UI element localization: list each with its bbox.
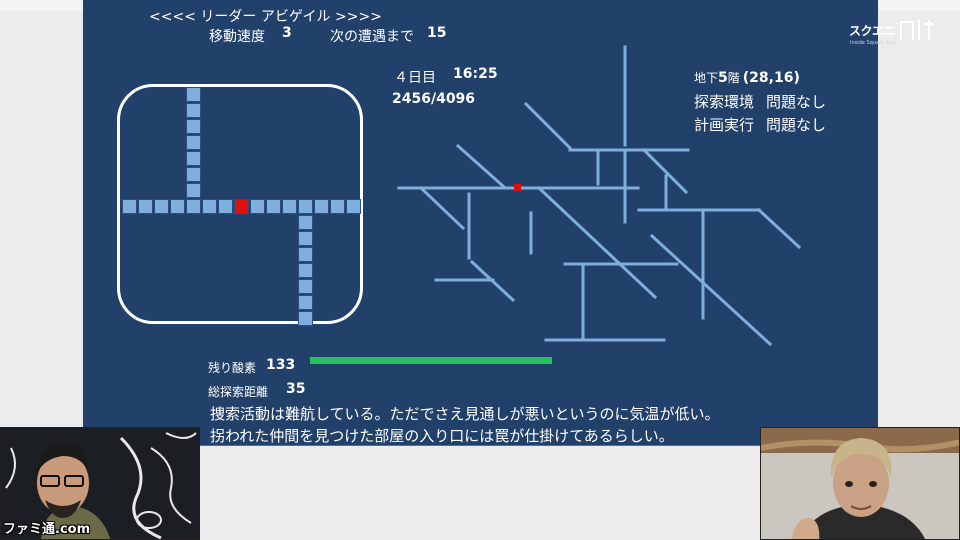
floor-suffix: 階 xyxy=(727,71,740,85)
encounter-label: 次の遭遇まで xyxy=(330,29,414,45)
floor-prefix: 地下 xyxy=(694,71,719,85)
corridor-line xyxy=(641,147,689,195)
webcam-left: ファミ通.com xyxy=(0,427,200,540)
plan-exec-row: 計画実行問題なし xyxy=(694,114,826,135)
minimap-cell xyxy=(154,199,169,214)
minimap-cell xyxy=(186,87,201,102)
day-label: ４日目 xyxy=(394,70,436,86)
minimap-cell xyxy=(298,279,313,294)
minimap-cell xyxy=(186,151,201,166)
clock: 16:25 xyxy=(453,66,498,82)
oxygen-bar xyxy=(310,357,552,364)
move-speed-label: 移動速度 xyxy=(209,29,265,45)
distance-value: 35 xyxy=(286,381,306,397)
distance-label: 総探索距離 xyxy=(208,385,269,399)
corridor-line xyxy=(418,185,466,231)
minimap-cell xyxy=(298,311,313,326)
brand-subtitle: Inside Square Enix xyxy=(850,40,897,46)
minimap-cell xyxy=(186,183,201,198)
minimap-cell xyxy=(218,199,233,214)
minimap-cell xyxy=(186,135,201,150)
minimap-cell xyxy=(186,119,201,134)
exploration-env-label: 探索環境 xyxy=(694,93,755,111)
famitsu-logo: ファミ通.com xyxy=(3,522,91,537)
minimap-cell xyxy=(298,295,313,310)
corridor-line xyxy=(756,207,802,250)
brand-logo: スクエニ Inside Square Enix xyxy=(847,14,957,48)
corridor-line xyxy=(649,233,773,347)
minimap-cell xyxy=(266,199,281,214)
exploration-env-value: 問題なし xyxy=(766,93,827,111)
plan-exec-value: 問題なし xyxy=(766,116,827,134)
move-speed-value: 3 xyxy=(282,25,292,41)
game-screen: <<<< リーダー アビゲイル >>>> 移動速度 3 次の遭遇まで 15 ４日… xyxy=(83,0,878,446)
minimap-cell xyxy=(250,199,265,214)
corridor-line xyxy=(455,143,506,189)
minimap-cell xyxy=(298,247,313,262)
minimap-cell xyxy=(298,263,313,278)
exploration-env-row: 探索環境問題なし xyxy=(694,91,826,112)
webcam-right xyxy=(760,427,960,540)
minimap-cell xyxy=(330,199,345,214)
minimap-cell xyxy=(346,199,361,214)
minimap-cell xyxy=(122,199,137,214)
minimap-cell xyxy=(186,167,201,182)
corridor-line xyxy=(536,185,658,300)
minimap-current-cell xyxy=(234,199,249,214)
oxygen-label: 残り酸素 xyxy=(208,361,257,375)
brand-title: スクエニ xyxy=(849,24,896,38)
minimap-cell xyxy=(298,215,313,230)
minimap-cell xyxy=(170,199,185,214)
minimap-cell xyxy=(298,199,313,214)
webcam-left-feed xyxy=(1,428,199,539)
minimap-cell xyxy=(282,199,297,214)
minimap-cell xyxy=(138,199,153,214)
webcam-right-feed xyxy=(761,428,959,539)
minimap-cell xyxy=(298,231,313,246)
brand-mark-icon xyxy=(900,20,933,40)
floor-coords: (28,16) xyxy=(742,70,800,86)
minimap-cell xyxy=(314,199,329,214)
encounter-value: 15 xyxy=(427,25,447,41)
leader-label: <<<< リーダー アビゲイル >>>> xyxy=(149,9,382,25)
minimap xyxy=(117,84,363,326)
oxygen-value: 133 xyxy=(266,357,296,373)
plan-exec-label: 計画実行 xyxy=(694,116,755,134)
floor-number: 5 xyxy=(718,70,728,86)
minimap-cell xyxy=(202,199,217,214)
floor-info: 地下5階(28,16) xyxy=(694,69,800,86)
minimap-cell xyxy=(186,103,201,118)
party-position-marker xyxy=(514,184,521,191)
message-line-2: 拐われた仲間を見つけた部屋の入り口には罠が仕掛けてあるらしい。 xyxy=(210,427,674,445)
corridor-line xyxy=(523,101,573,151)
message-line-1: 捜索活動は難航している。ただでさえ見通しが悪いというのに気温が低い。 xyxy=(210,405,720,423)
progress-counter: 2456/4096 xyxy=(392,91,476,107)
dungeon-map xyxy=(397,45,802,347)
corridor-line xyxy=(469,259,516,303)
minimap-cell xyxy=(186,199,201,214)
